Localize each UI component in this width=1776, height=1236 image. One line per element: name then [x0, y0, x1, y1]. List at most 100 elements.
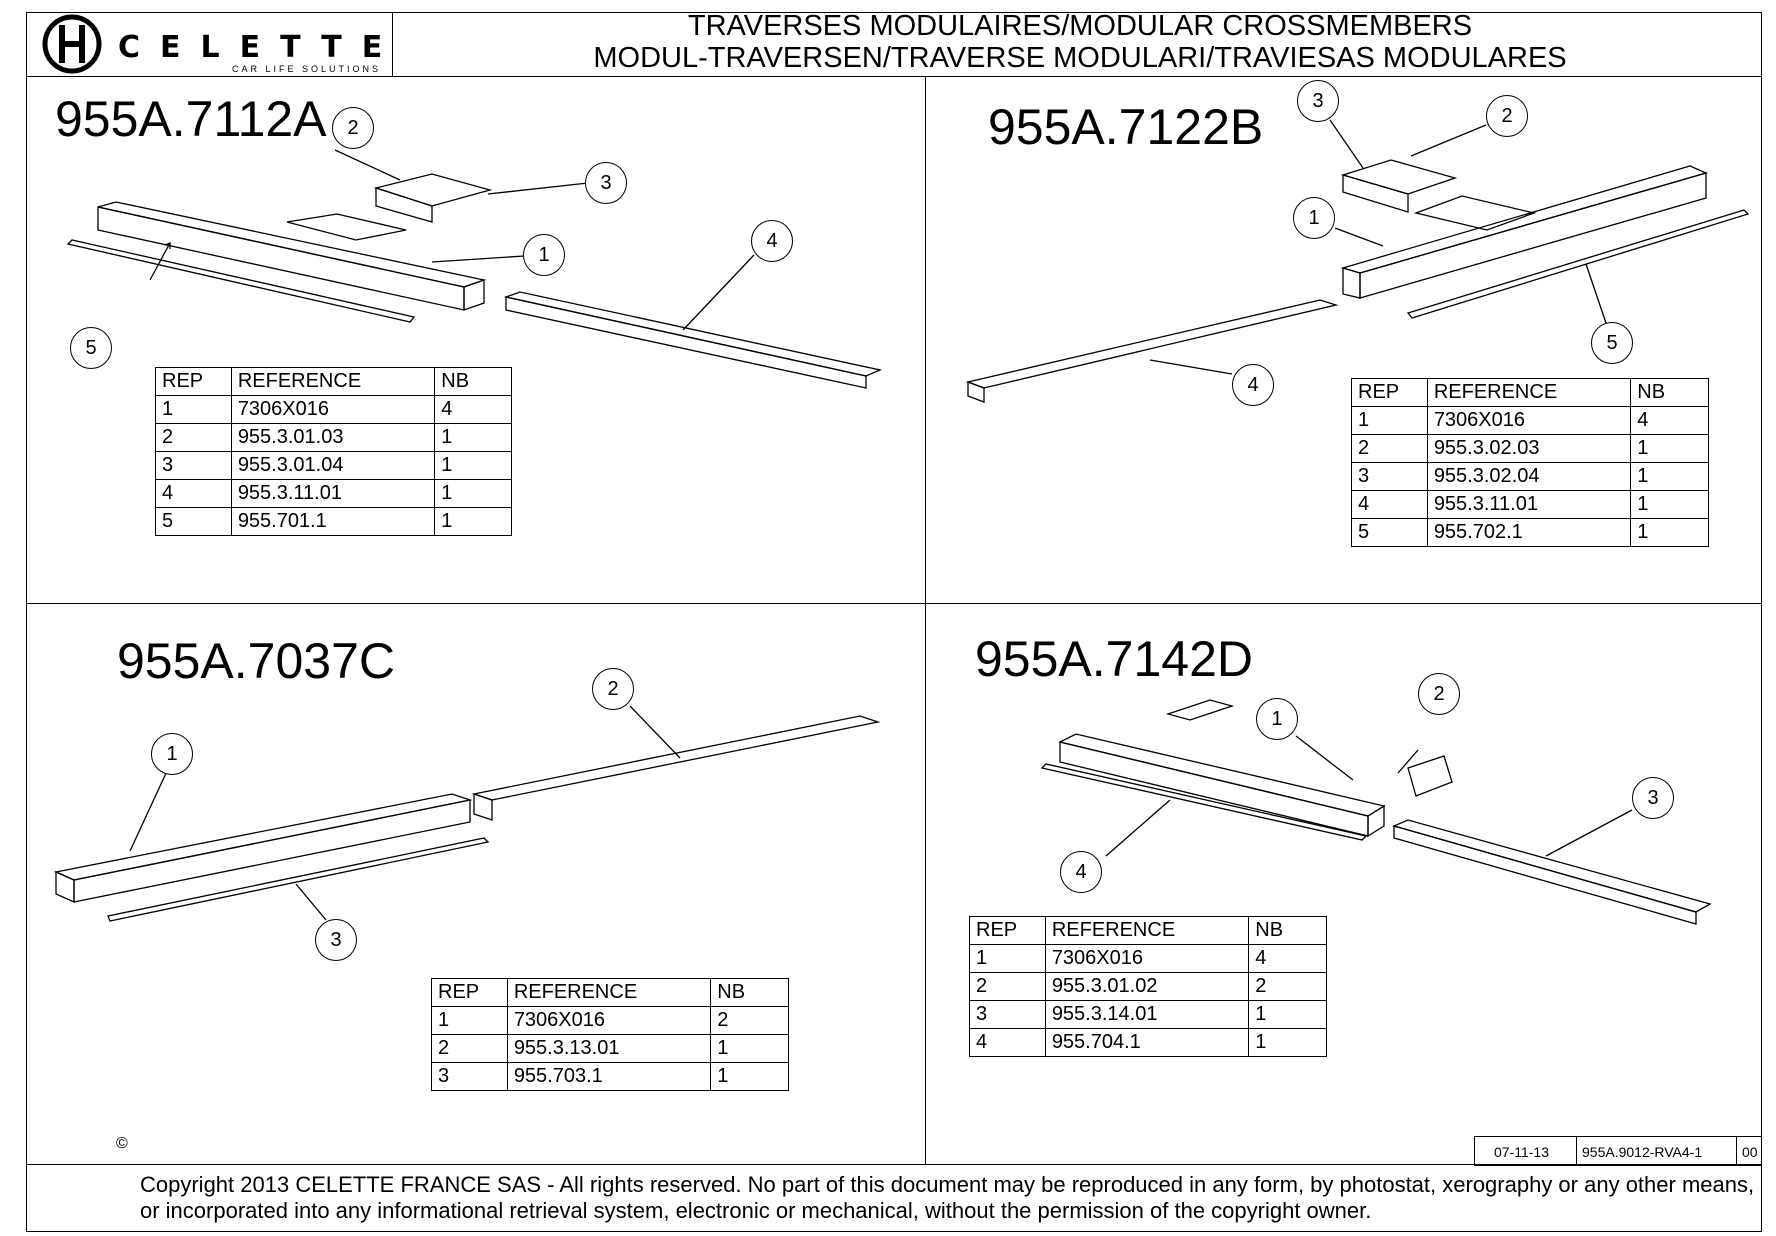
bom-header-rep: REP [1351, 378, 1428, 407]
revision-date: 07-11-13 [1494, 1144, 1550, 1160]
callout-b-2: 2 [1486, 95, 1528, 137]
brand-tagline: CAR LIFE SOLUTIONS [232, 64, 382, 74]
bom-nb: 4 [434, 395, 512, 424]
bom-nb: 2 [710, 1006, 789, 1035]
revision-divider-1 [1576, 1136, 1577, 1166]
bom-nb: 1 [434, 507, 512, 536]
callout-a-4: 4 [751, 220, 793, 262]
bom-reference: 955.3.02.03 [1426, 434, 1632, 463]
bom-rep: 4 [155, 479, 232, 508]
bom-header-rep: REP [431, 978, 508, 1007]
callout-c-2: 2 [592, 668, 634, 710]
bom-nb: 1 [710, 1034, 789, 1063]
bom-rep: 4 [969, 1028, 1046, 1057]
bom-rep: 2 [1351, 434, 1428, 463]
bom-header-nb: NB [434, 367, 512, 396]
bom-rep: 5 [1351, 518, 1428, 547]
bom-rep: 1 [431, 1006, 508, 1035]
callout-b-1: 1 [1293, 197, 1335, 239]
part-number-7142d: 955A.7142D [975, 631, 1254, 687]
callout-a-1: 1 [523, 234, 565, 276]
bom-header-nb: NB [710, 978, 789, 1007]
callout-d-4: 4 [1060, 851, 1102, 893]
callout-c-3: 3 [315, 919, 357, 961]
bom-nb: 1 [1630, 434, 1709, 463]
celette-logo-icon [42, 14, 102, 74]
callout-b-5: 5 [1591, 322, 1633, 364]
panel-vertical-divider [925, 76, 926, 1164]
copyright-symbol: © [116, 1135, 128, 1152]
bom-rep: 2 [431, 1034, 508, 1063]
logo-divider [392, 12, 393, 76]
part-number-7037c: 955A.7037C [117, 633, 396, 689]
callout-b-3: 3 [1297, 80, 1339, 122]
bom-rep: 2 [155, 423, 232, 452]
drawing-7037c [53, 705, 881, 922]
footer-divider [26, 1164, 1762, 1165]
sheet-frame [26, 12, 1762, 1232]
bom-nb: 1 [1248, 1000, 1327, 1029]
bom-reference: 7306X016 [506, 1006, 712, 1035]
drawing-7122b [965, 119, 1750, 403]
bom-nb: 4 [1630, 406, 1709, 435]
callout-a-5: 5 [70, 327, 112, 369]
bom-rep: 2 [969, 972, 1046, 1001]
bom-reference: 955.704.1 [1044, 1028, 1250, 1057]
bom-rep: 3 [969, 1000, 1046, 1029]
bom-header-reference: REFERENCE [1426, 378, 1632, 407]
bom-nb: 1 [434, 479, 512, 508]
bom-header-nb: NB [1630, 378, 1709, 407]
bom-nb: 1 [1630, 518, 1709, 547]
bom-reference: 955.3.01.04 [230, 451, 436, 480]
bom-reference: 7306X016 [1426, 406, 1632, 435]
panel-horizontal-divider [26, 603, 1762, 604]
drawing-7112a [66, 149, 883, 389]
bom-header-reference: REFERENCE [230, 367, 436, 396]
bom-reference: 955.3.11.01 [1426, 490, 1632, 519]
bom-header-row: REP REFERENCE NB [969, 916, 1327, 945]
bom-reference: 955.3.11.01 [230, 479, 436, 508]
part-number-7122b: 955A.7122B [988, 99, 1264, 155]
bom-reference: 7306X016 [1044, 944, 1250, 973]
document-number: 955A.9012-RVA4-1 [1582, 1144, 1703, 1160]
bom-rep: 5 [155, 507, 232, 536]
bom-reference: 955.3.13.01 [506, 1034, 712, 1063]
revision-divider-2 [1736, 1136, 1737, 1166]
callout-a-2: 2 [332, 107, 374, 149]
callout-c-1: 1 [151, 733, 193, 775]
bom-header-rep: REP [155, 367, 232, 396]
bom-rep: 3 [431, 1062, 508, 1091]
bom-nb: 1 [1630, 462, 1709, 491]
revision-block [1474, 1136, 1762, 1166]
bom-header-reference: REFERENCE [506, 978, 712, 1007]
bom-reference: 955.702.1 [1426, 518, 1632, 547]
bom-rep: 1 [155, 395, 232, 424]
bom-nb: 1 [710, 1062, 789, 1091]
copyright-notice: Copyright 2013 CELETTE FRANCE SAS - All … [140, 1172, 1755, 1223]
bom-rep: 1 [1351, 406, 1428, 435]
bom-reference: 955.703.1 [506, 1062, 712, 1091]
bom-header-row: REP REFERENCE NB [431, 978, 789, 1007]
bom-reference: 955.3.01.02 [1044, 972, 1250, 1001]
header-divider [26, 76, 1762, 77]
bom-header-row: REP REFERENCE NB [1351, 378, 1709, 407]
part-number-7112a: 955A.7112A [55, 91, 327, 147]
callout-d-3: 3 [1632, 777, 1674, 819]
bom-reference: 955.3.14.01 [1044, 1000, 1250, 1029]
bom-rep: 3 [155, 451, 232, 480]
